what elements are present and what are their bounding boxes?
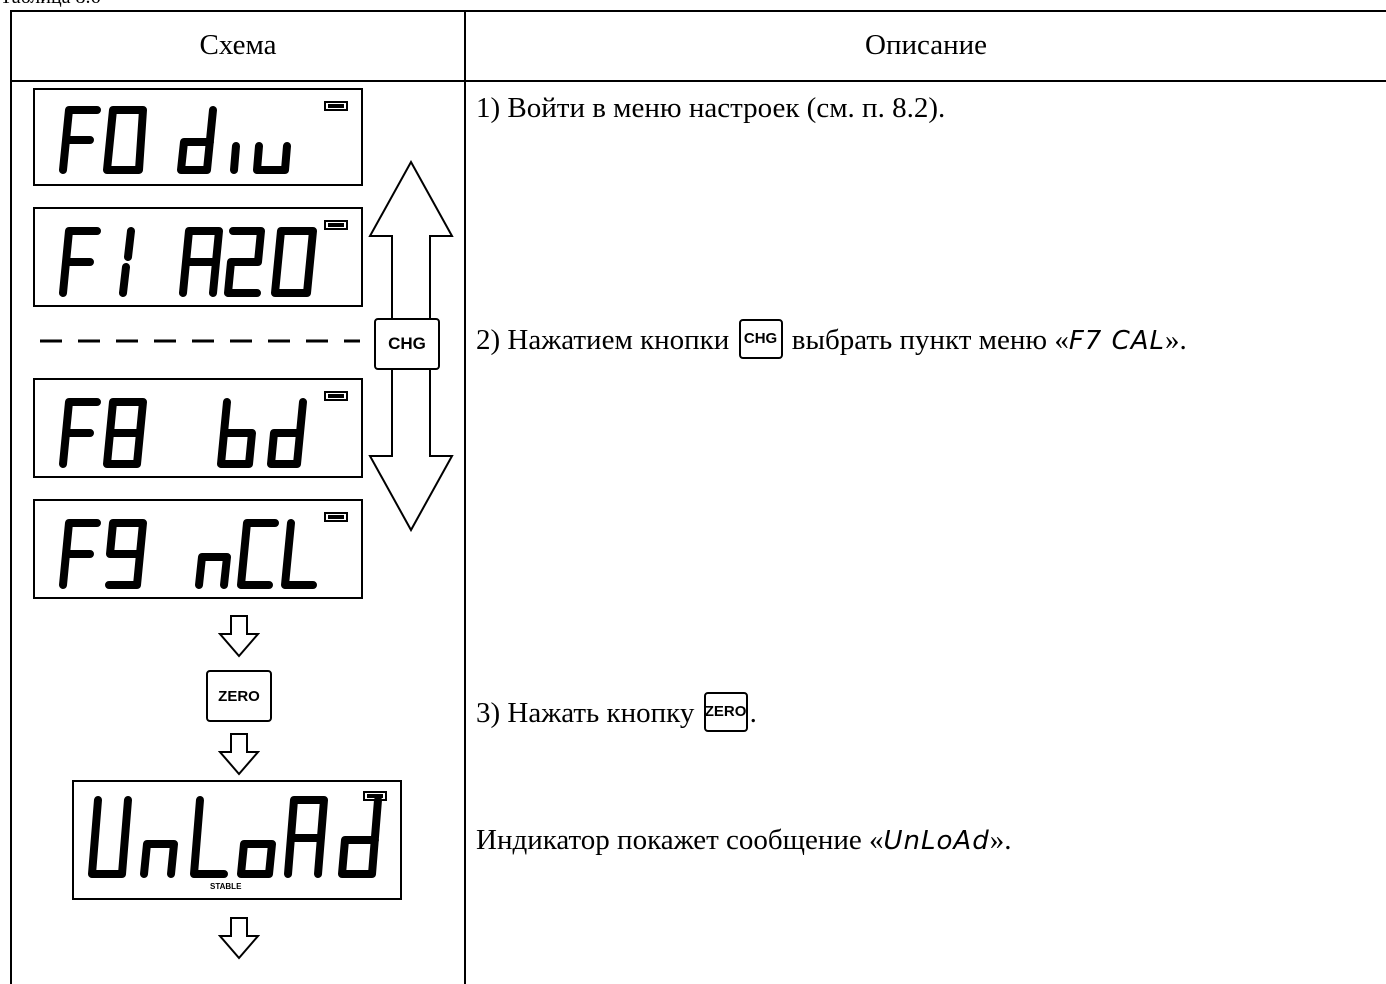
battery-fill-icon bbox=[367, 794, 383, 798]
zero-key-inline-icon: ZERO bbox=[703, 692, 748, 733]
step-3-text: 3) Нажать кнопку ZERO. bbox=[476, 692, 757, 735]
battery-icon bbox=[324, 220, 348, 230]
header-scheme: Схема bbox=[199, 29, 277, 61]
step-3-end: . bbox=[749, 697, 757, 729]
header-description: Описание bbox=[865, 29, 987, 61]
step-4-text: Индикатор покажет сообщение «UnLoAd». bbox=[476, 822, 1011, 859]
battery-icon bbox=[324, 512, 348, 522]
lcd-f8-segments bbox=[59, 391, 348, 468]
lcd-f9-segments bbox=[59, 512, 348, 589]
battery-fill-icon bbox=[328, 515, 344, 519]
down-arrow-icon bbox=[218, 917, 260, 960]
lcd-display-unload: STABLE bbox=[72, 780, 402, 900]
step-2-end: ». bbox=[1165, 324, 1187, 356]
column-divider bbox=[464, 10, 466, 984]
lcd-display-f0 bbox=[33, 88, 363, 186]
down-arrow-icon bbox=[218, 733, 260, 776]
chg-key-icon: CHG bbox=[374, 318, 440, 370]
lcd-display-f9 bbox=[33, 499, 363, 599]
battery-icon bbox=[324, 391, 348, 401]
lcd-f0-segments bbox=[59, 101, 348, 174]
table-caption-fragment: Таблица 8.6 bbox=[0, 0, 101, 9]
step-1-text: 1) Войти в меню настроек (см. п. 8.2). bbox=[476, 92, 946, 124]
step-4-prefix: Индикатор покажет сообщение « bbox=[476, 824, 884, 856]
step-4-display-code: UnLoAd bbox=[883, 826, 990, 856]
lcd-unload-segments bbox=[88, 791, 387, 878]
step-2-suffix: выбрать пункт меню « bbox=[791, 324, 1069, 356]
battery-fill-icon bbox=[328, 394, 344, 398]
lcd-display-f8 bbox=[33, 378, 363, 478]
zero-key-icon: ZERO bbox=[206, 670, 272, 722]
step-4-end: ». bbox=[989, 824, 1012, 856]
instruction-table bbox=[10, 10, 1386, 984]
scroll-up-down-arrow-icon bbox=[368, 160, 454, 533]
battery-icon bbox=[324, 101, 348, 111]
lcd-display-f1 bbox=[33, 207, 363, 307]
menu-skip-dashes bbox=[40, 339, 360, 343]
battery-fill-icon bbox=[328, 223, 344, 227]
battery-fill-icon bbox=[328, 104, 344, 108]
step-3-prefix: 3) Нажать кнопку bbox=[476, 697, 695, 729]
header-divider bbox=[10, 80, 1386, 82]
down-arrow-icon bbox=[218, 615, 260, 658]
step-2-display-code: F7 CAL bbox=[1068, 326, 1166, 356]
step-2-text: 2) Нажатием кнопки CHG выбрать пункт мен… bbox=[476, 319, 1187, 362]
chg-key-inline-icon: CHG bbox=[738, 319, 783, 360]
lcd-f1-segments bbox=[59, 220, 348, 297]
stable-indicator: STABLE bbox=[210, 882, 242, 891]
step-2-prefix: 2) Нажатием кнопки bbox=[476, 324, 730, 356]
